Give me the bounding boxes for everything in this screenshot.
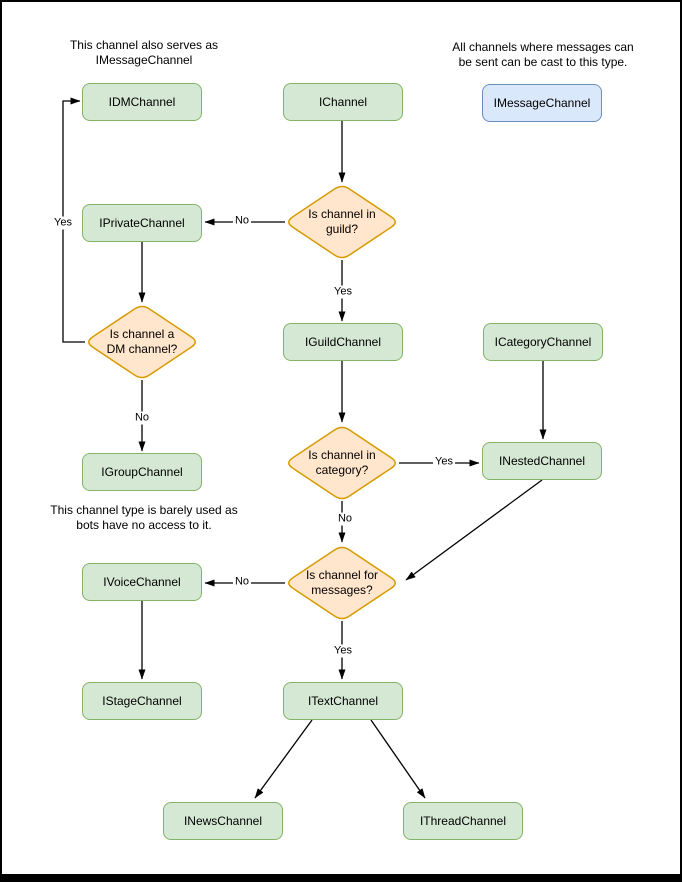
node-iguildchannel: IGuildChannel bbox=[283, 323, 403, 361]
decision-is-channel-a-dm: Is channel a DM channel? bbox=[84, 303, 200, 381]
decision-label-in-guild: Is channel in guild? bbox=[308, 207, 376, 236]
decision-is-channel-in-category: Is channel in category? bbox=[284, 424, 400, 502]
decision-is-channel-in-guild: Is channel in guild? bbox=[284, 183, 400, 261]
node-ichannel: IChannel bbox=[283, 83, 403, 121]
decision-label-in-category: Is channel in category? bbox=[308, 448, 376, 477]
annotation-dm-note: This channel also serves as IMessageChan… bbox=[69, 38, 219, 67]
diamond-shape bbox=[288, 546, 396, 620]
bottom-border-bar bbox=[2, 874, 680, 880]
diamond-shape bbox=[288, 426, 396, 500]
node-icategorychannel: ICategoryChannel bbox=[483, 323, 603, 361]
decision-label-for-messages: Is channel for messages? bbox=[305, 568, 379, 597]
node-iprivatechannel: IPrivateChannel bbox=[82, 204, 202, 242]
decision-label-is-dm: Is channel a DM channel? bbox=[106, 327, 178, 356]
node-igroupchannel: IGroupChannel bbox=[82, 453, 202, 491]
edge-label-guild-no: No bbox=[232, 214, 252, 228]
edge-label-category-yes: Yes bbox=[433, 455, 455, 469]
node-ivoicechannel: IVoiceChannel bbox=[82, 563, 202, 601]
node-inewschannel: INewsChannel bbox=[163, 802, 283, 840]
edge-label-dm-no: No bbox=[132, 411, 152, 425]
edge-inestedchannel-to-for-messages bbox=[405, 479, 543, 581]
node-inestedchannel: INestedChannel bbox=[482, 442, 602, 480]
annotation-message-note: All channels where messages can be sent … bbox=[452, 40, 634, 69]
diamond-shape bbox=[288, 185, 396, 259]
edge-label-guild-yes: Yes bbox=[332, 285, 354, 299]
edge-label-messages-no: No bbox=[232, 575, 252, 589]
node-ithreadchannel: IThreadChannel bbox=[403, 802, 523, 840]
annotation-group-note: This channel type is barely used as bots… bbox=[50, 503, 238, 532]
node-idmchannel: IDMChannel bbox=[82, 83, 202, 121]
edge-label-messages-yes: Yes bbox=[332, 644, 354, 658]
diamond-shape bbox=[88, 305, 196, 379]
edge-label-dm-yes: Yes bbox=[52, 216, 74, 230]
node-istagechannel: IStageChannel bbox=[82, 682, 202, 720]
edge-itextchannel-to-ithreadchannel bbox=[370, 719, 426, 799]
node-imessagechannel: IMessageChannel bbox=[482, 84, 602, 122]
edge-itextchannel-to-inewschannel bbox=[254, 719, 313, 799]
decision-is-channel-for-messages: Is channel for messages? bbox=[284, 544, 400, 622]
edge-label-category-no: No bbox=[335, 512, 355, 526]
node-itextchannel: ITextChannel bbox=[283, 682, 403, 720]
